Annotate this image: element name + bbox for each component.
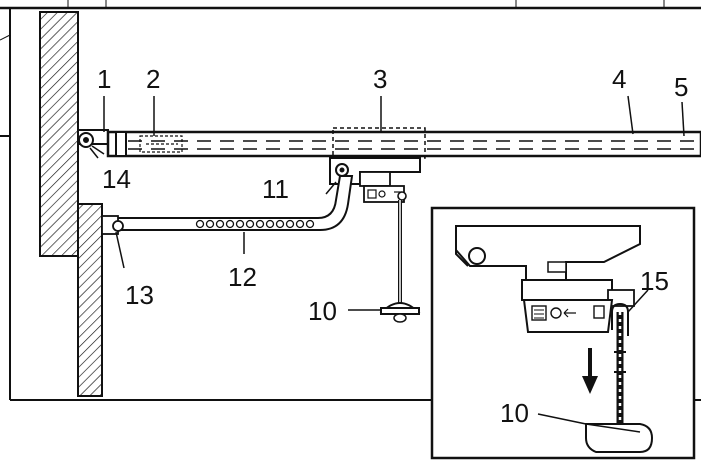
- callout-2: 2: [146, 64, 160, 94]
- rail-end: [116, 132, 126, 156]
- callout-15: 15: [640, 266, 669, 296]
- rail: [108, 132, 701, 156]
- door-arms: [102, 176, 352, 234]
- rail-assembly: [78, 128, 701, 158]
- callout-4: 4: [612, 64, 626, 94]
- callout-1: 1: [97, 64, 111, 94]
- callout-5: 5: [674, 72, 688, 102]
- callout-11: 11: [262, 174, 289, 204]
- callout-12: 12: [228, 262, 257, 292]
- emergency-release: [381, 200, 419, 322]
- callout-3: 3: [373, 64, 387, 94]
- header-wall: [40, 12, 102, 396]
- inset-detail: 15 10: [432, 208, 694, 458]
- callout-10-inset: 10: [500, 398, 529, 428]
- callout-10: 10: [308, 296, 337, 326]
- callout-14: 14: [102, 164, 131, 194]
- callout-13: 13: [125, 280, 154, 310]
